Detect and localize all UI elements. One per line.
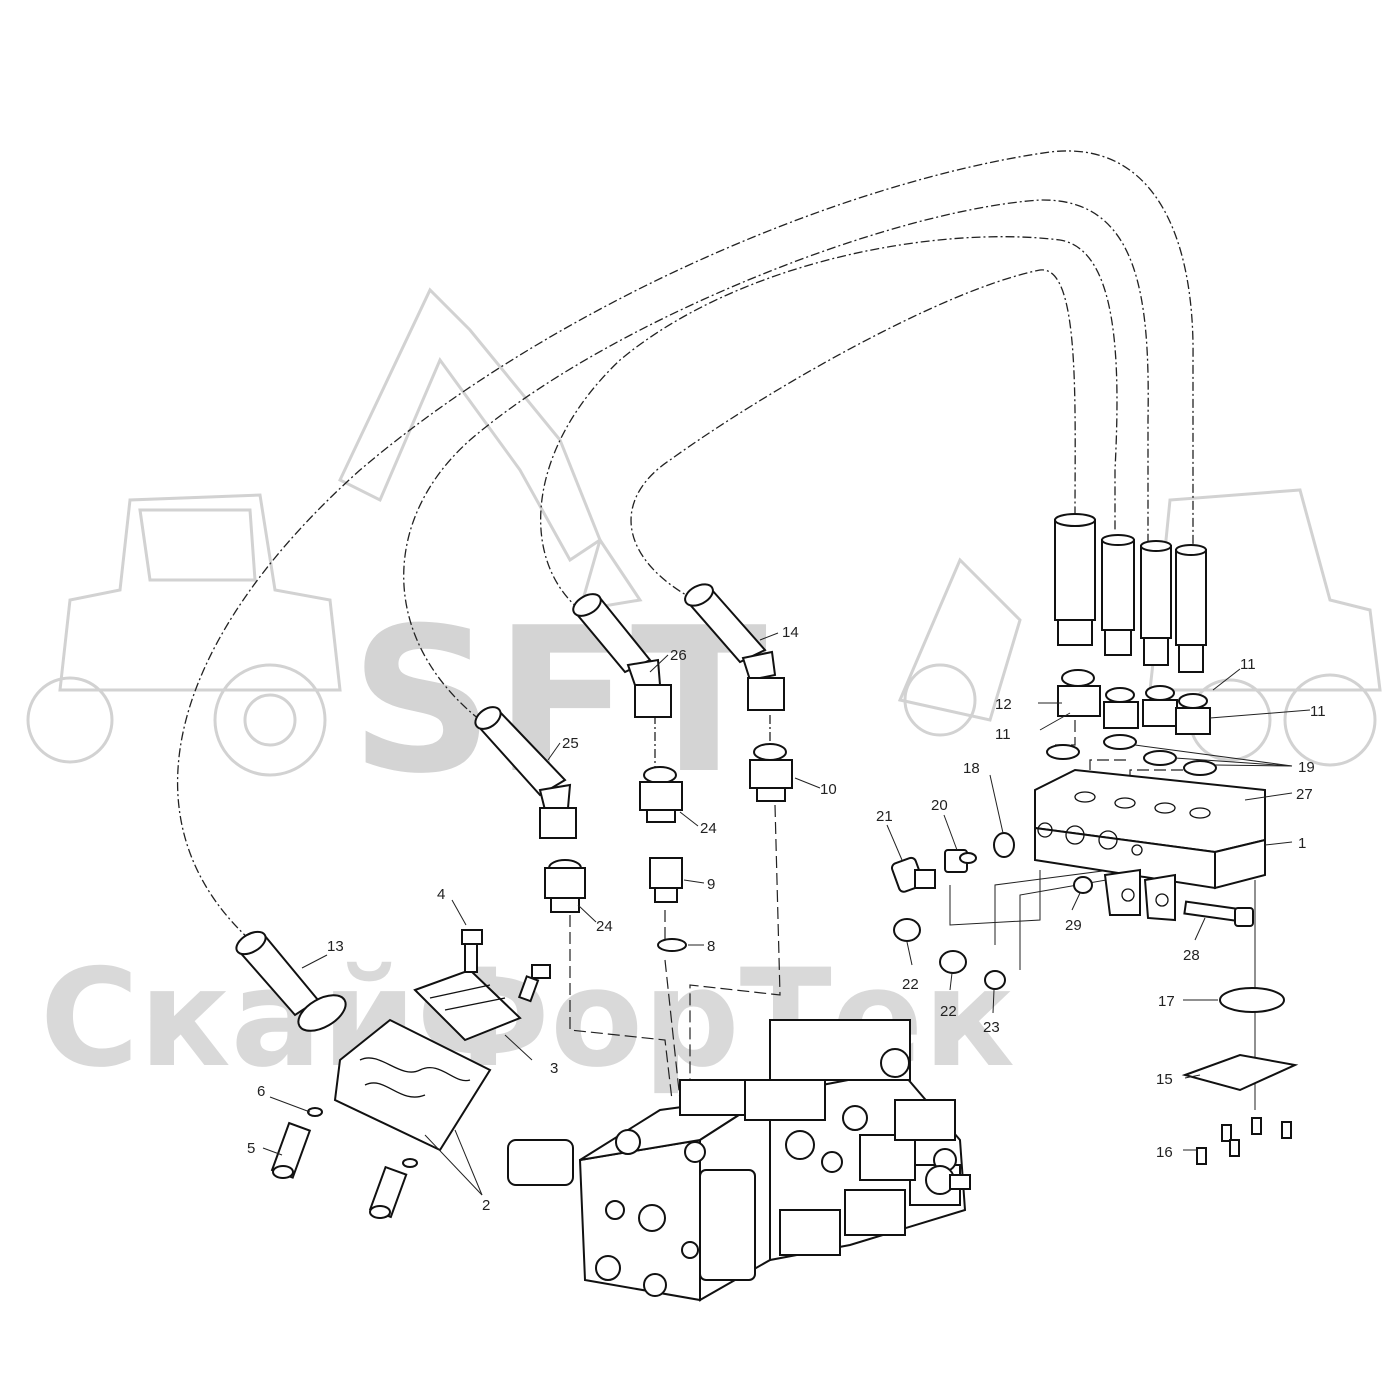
washer-6 — [307, 1107, 323, 1117]
callout-4: 4 — [437, 886, 445, 903]
callout-21: 21 — [876, 808, 893, 825]
adapter-9 — [649, 857, 683, 903]
valve-block-assembly — [507, 1019, 971, 1302]
callout-19: 19 — [1298, 759, 1315, 776]
seal-rings-19 — [1046, 734, 1217, 776]
callout-11c: 11 — [995, 726, 1011, 743]
clamp-body-2 — [333, 1018, 492, 1152]
plug-23 — [984, 970, 1006, 990]
callout-20: 20 — [931, 797, 948, 814]
callout-24b: 24 — [700, 820, 717, 837]
adapter-24-center — [639, 766, 683, 823]
callout-17: 17 — [1158, 993, 1175, 1010]
callout-16: 16 — [1156, 1144, 1173, 1161]
hose-route-25 — [403, 199, 1149, 721]
hose-end-12 — [1054, 513, 1096, 646]
watermark-tractor-right — [897, 488, 1382, 767]
callout-1: 1 — [1298, 835, 1306, 852]
callout-10: 10 — [820, 781, 837, 798]
bolt-5b — [368, 1165, 408, 1219]
bolt-4b — [517, 964, 551, 1003]
clamp-cover-3 — [413, 968, 522, 1042]
hose-fitting-25 — [474, 706, 577, 839]
bolt-5 — [270, 1121, 312, 1179]
hose-end-a — [1101, 534, 1135, 656]
callout-11a: 11 — [1240, 656, 1256, 673]
callout-9: 9 — [707, 876, 715, 893]
callout-3: 3 — [550, 1060, 558, 1077]
callout-24a: 24 — [596, 918, 613, 935]
hose-route-26 — [540, 236, 1118, 611]
callout-12: 12 — [995, 696, 1012, 713]
leader-lines — [262, 632, 1311, 1196]
plug-22b — [939, 950, 967, 974]
hose-end-13 — [235, 930, 347, 1032]
callout-6: 6 — [257, 1083, 265, 1100]
adapter-10 — [749, 743, 793, 802]
callout-labels: 1 2 3 4 5 6 8 9 10 11 11 11 12 13 14 15 … — [247, 624, 1326, 1214]
callout-8: 8 — [707, 938, 715, 955]
hose-route-14 — [630, 269, 1076, 601]
hose-end-b — [1140, 540, 1172, 666]
seal-ring-8 — [657, 938, 687, 952]
o-ring-17 — [1219, 987, 1285, 1013]
adapters-11 — [1057, 669, 1211, 735]
hose-fitting-14 — [684, 583, 785, 711]
hose-route-13 — [177, 150, 1194, 941]
fitting-21 — [891, 856, 936, 893]
callout-22b: 22 — [940, 1003, 957, 1020]
callout-26: 26 — [670, 647, 687, 664]
callout-14: 14 — [782, 624, 799, 641]
callout-2: 2 — [482, 1197, 490, 1214]
plug-22a — [893, 918, 921, 942]
callout-27: 27 — [1296, 786, 1313, 803]
hose-end-c — [1175, 544, 1207, 673]
cover-plate-15 — [1181, 1053, 1299, 1092]
callout-25: 25 — [562, 735, 579, 752]
bolts-16 — [1196, 1117, 1292, 1165]
callout-29: 29 — [1065, 917, 1082, 934]
fitting-20 — [944, 849, 977, 873]
hose-fitting-26 — [572, 593, 672, 718]
callout-22a: 22 — [902, 976, 919, 993]
adapter-24-left — [544, 859, 586, 913]
callout-13: 13 — [327, 938, 344, 955]
callout-28: 28 — [1183, 947, 1200, 964]
watermark-tractor-left — [26, 493, 342, 777]
seal-ring-18 — [993, 832, 1015, 858]
callout-5: 5 — [247, 1140, 255, 1157]
hose-routes — [177, 150, 1194, 941]
watermark: SFT СкайФорТек — [26, 287, 1382, 1097]
nut-29 — [1073, 876, 1093, 894]
callout-23: 23 — [983, 1019, 1000, 1036]
bolt-4 — [461, 929, 483, 973]
manifold-block-1 — [1034, 768, 1266, 922]
callout-15: 15 — [1156, 1071, 1173, 1088]
bolt-28 — [1183, 900, 1254, 927]
callout-11b: 11 — [1310, 703, 1326, 720]
washer-6b — [402, 1158, 418, 1168]
callout-18: 18 — [963, 760, 980, 777]
